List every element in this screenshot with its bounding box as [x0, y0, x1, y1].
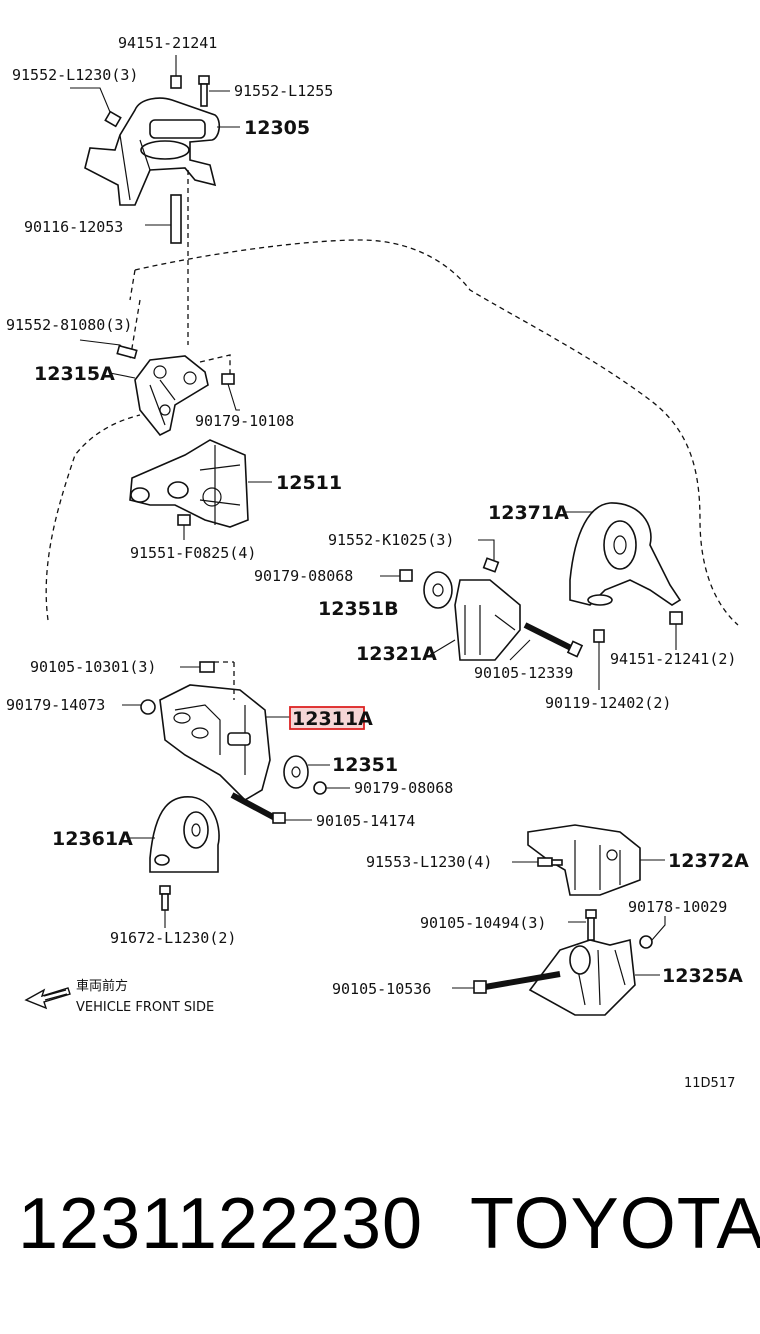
front-label-en: VEHICLE FRONT SIDE [76, 1000, 214, 1015]
front-label-jp: 車両前方 [76, 978, 128, 994]
label-12351B: 12351B [318, 598, 399, 620]
label-12371A: 12371A [488, 502, 569, 524]
label-12511: 12511 [276, 472, 342, 494]
nut-90179-14073-icon [140, 699, 156, 715]
label-91553-L1230-4: 91553-L1230(4) [366, 853, 492, 871]
label-91551-F0825-4: 91551-F0825(4) [130, 544, 256, 562]
label-12315A: 12315A [34, 363, 115, 385]
bracket-12325A [528, 939, 636, 1016]
label-90179-10108: 90179-10108 [195, 412, 294, 430]
mount-12371A [569, 502, 682, 606]
bolt-91552-L1230-icon [70, 87, 122, 128]
stud-90116-12053-icon [145, 170, 189, 345]
label-12351: 12351 [332, 754, 398, 776]
label-91552-L1230-3: 91552-L1230(3) [12, 66, 138, 84]
bracket-12315A [134, 355, 209, 437]
label-90179-08068-a: 90179-08068 [254, 567, 353, 585]
label-90105-12339: 90105-12339 [474, 664, 573, 682]
vehicle-outline [45, 239, 739, 626]
label-91552-81080-3: 91552-81080(3) [6, 316, 132, 334]
label-12321A: 12321A [356, 643, 437, 665]
label-90105-10536: 90105-10536 [332, 980, 431, 998]
label-90179-08068-b: 90179-08068 [354, 779, 453, 797]
diagram-code: 11D517 [684, 1076, 735, 1091]
vehicle-outline-upper [129, 269, 141, 361]
mount-12305 [84, 97, 221, 206]
part-number: 1231122230 [18, 1184, 424, 1264]
parts-diagram: 94151-21241 91552-L1230(3) 91552-L1255 1… [6, 34, 749, 1091]
label-12361A: 12361A [52, 828, 133, 850]
nut-94151-21241-icon [170, 55, 182, 89]
bolt-90105-12339-icon [523, 622, 584, 658]
label-90105-10301-3: 90105-10301(3) [30, 658, 156, 676]
label-90179-14073: 90179-14073 [6, 696, 105, 714]
label-90116-12053: 90116-12053 [24, 218, 123, 236]
bolt-90105-14174-icon [230, 792, 286, 824]
label-91552-L1255: 91552-L1255 [234, 82, 333, 100]
bracket-12511 [129, 439, 249, 528]
nut-90178-10029-icon [639, 935, 653, 949]
label-90178-10029: 90178-10029 [628, 898, 727, 916]
bolt-90105-10536-icon [473, 971, 561, 994]
mount-12361A [149, 795, 220, 873]
brand-name: TOYOTA [470, 1184, 760, 1264]
label-12305: 12305 [244, 117, 310, 139]
label-94151-21241-2: 94151-21241(2) [610, 650, 736, 668]
bracket-12321A [454, 579, 521, 661]
bushing-12351 [283, 755, 309, 789]
bolt-91553-L1230-icon [537, 857, 563, 867]
label-12325A: 12325A [662, 965, 743, 987]
label-12372A: 12372A [668, 850, 749, 872]
label-91552-K1025-3: 91552-K1025(3) [328, 531, 454, 549]
bolt-90105-10494-icon [585, 909, 597, 941]
front-arrow-icon [24, 987, 71, 1010]
bracket-12372A [527, 824, 641, 896]
label-90119-12402-2: 90119-12402(2) [545, 694, 671, 712]
bolt-91552-L1255-icon [198, 75, 230, 107]
highlight-box-12311A [289, 706, 365, 730]
bushing-12351B [423, 571, 453, 609]
label-90105-14174: 90105-14174 [316, 812, 415, 830]
label-94151-21241: 94151-21241 [118, 34, 217, 52]
mount-12311A [159, 684, 271, 802]
label-91672-L1230-2: 91672-L1230(2) [110, 929, 236, 947]
label-12311A: 12311A [292, 708, 373, 730]
label-90105-10494-3: 90105-10494(3) [420, 914, 546, 932]
